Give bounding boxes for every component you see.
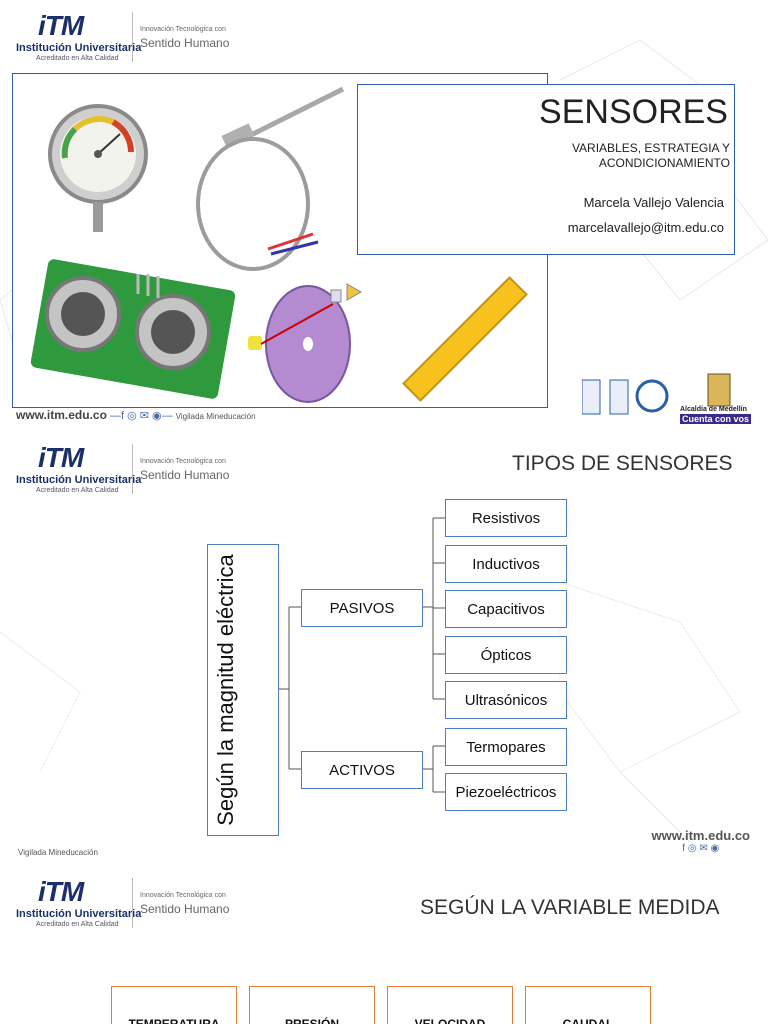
slide-title-text: TIPOS DE SENSORES bbox=[512, 452, 733, 475]
vigilada-text: Vigilada Mineducación bbox=[18, 848, 98, 857]
tagline-big: Sentido Humano bbox=[140, 902, 230, 916]
itm-logo: iTM Institución Universitaria Acreditado… bbox=[16, 442, 236, 498]
tagline-big: Sentido Humano bbox=[140, 36, 230, 50]
footer-vigilada: Vigilada Mineducación bbox=[175, 412, 256, 421]
slide-tipos-sensores: iTM Institución Universitaria Acreditado… bbox=[0, 432, 768, 862]
pressure-gauge-icon bbox=[48, 104, 148, 232]
itm-wordmark: iTM bbox=[38, 10, 84, 41]
accreditation-text: Acreditado en Alta Calidad bbox=[36, 921, 119, 928]
ultrasonic-sensor-icon bbox=[30, 259, 236, 399]
sensor-illustrations bbox=[30, 86, 528, 403]
author-email[interactable]: marcelavallejo@itm.edu.co bbox=[567, 220, 724, 235]
root-label: Según la magnitud eléctrica bbox=[213, 554, 238, 826]
alcaldia-slogan: Cuenta con vos bbox=[680, 414, 752, 424]
footer-url[interactable]: www.itm.edu.co bbox=[16, 408, 107, 422]
presentation-subtitle: VARIABLES, ESTRATEGIA Y ACONDICIONAMIENT… bbox=[571, 141, 730, 170]
presentation-title: SENSORES bbox=[539, 93, 728, 131]
footer-url-block: www.itm.edu.co f ◎ ✉ ◉ bbox=[652, 828, 750, 854]
logo-divider bbox=[132, 444, 133, 494]
alcaldia-label: Alcaldía de Medellín bbox=[680, 406, 747, 413]
box-presion: PRESIÓN bbox=[249, 986, 375, 1024]
social-icons: —f ◎ ✉ ◉— bbox=[109, 410, 173, 422]
leaf-ultrasonicos: Ultrasónicos bbox=[445, 681, 567, 719]
certification-logos: Alcaldía de Medellín Cuenta con vos bbox=[581, 372, 762, 426]
tagline-small: Innovación Tecnológica con bbox=[140, 892, 226, 899]
slide-title: iTM Institución Universitaria Acreditado… bbox=[0, 0, 768, 428]
institution-name: Institución Universitaria bbox=[16, 908, 142, 920]
title-box: SENSORES VARIABLES, ESTRATEGIA Y ACONDIC… bbox=[357, 84, 735, 255]
slide-footer: www.itm.edu.co —f ◎ ✉ ◉— Vigilada Minedu… bbox=[16, 408, 256, 422]
tree-connectors bbox=[277, 517, 445, 793]
social-icons: f ◎ ✉ ◉ bbox=[682, 843, 720, 854]
author-name: Marcela Vallejo Valencia bbox=[583, 195, 724, 210]
leaf-piezoelectricos: Piezoeléctricos bbox=[445, 773, 567, 811]
box-velocidad: VELOCIDAD bbox=[387, 986, 513, 1024]
institution-name: Institución Universitaria bbox=[16, 42, 142, 54]
thermocouple-icon bbox=[196, 86, 345, 271]
slide-title-text: SEGÚN LA VARIABLE MEDIDA bbox=[420, 896, 720, 919]
itm-wordmark: iTM bbox=[38, 442, 84, 473]
tagline-small: Innovación Tecnológica con bbox=[140, 26, 226, 33]
ruler-icon bbox=[402, 276, 528, 402]
leaf-opticos: Ópticos bbox=[445, 636, 567, 674]
leaf-termopares: Termopares bbox=[445, 728, 567, 766]
logo-divider bbox=[132, 878, 133, 928]
tagline-small: Innovación Tecnológica con bbox=[140, 458, 226, 465]
itm-wordmark: iTM bbox=[38, 876, 84, 907]
leaf-inductivos: Inductivos bbox=[445, 545, 567, 583]
institution-name: Institución Universitaria bbox=[16, 474, 142, 486]
branch-pasivos: PASIVOS bbox=[301, 589, 423, 627]
certification-badges-icon bbox=[581, 373, 731, 415]
box-temperatura: TEMPERATURA bbox=[111, 986, 237, 1024]
tagline-big: Sentido Humano bbox=[140, 468, 230, 482]
footer-url[interactable]: www.itm.edu.co bbox=[651, 828, 750, 843]
itm-logo: iTM Institución Universitaria Acreditado… bbox=[16, 876, 236, 932]
accreditation-text: Acreditado en Alta Calidad bbox=[36, 55, 119, 62]
leaf-resistivos: Resistivos bbox=[445, 499, 567, 537]
leaf-capacitivos: Capacitivos bbox=[445, 590, 567, 628]
logo-divider bbox=[132, 12, 133, 62]
accreditation-text: Acreditado en Alta Calidad bbox=[36, 487, 119, 494]
itm-logo: iTM Institución Universitaria Acreditado… bbox=[16, 10, 236, 66]
branch-activos: ACTIVOS bbox=[301, 751, 423, 789]
box-caudal: CAUDAL bbox=[525, 986, 651, 1024]
encoder-disk-icon bbox=[248, 283, 363, 403]
slide-variable-medida: iTM Institución Universitaria Acreditado… bbox=[0, 866, 768, 1024]
root-node: Según la magnitud eléctrica bbox=[207, 544, 279, 836]
